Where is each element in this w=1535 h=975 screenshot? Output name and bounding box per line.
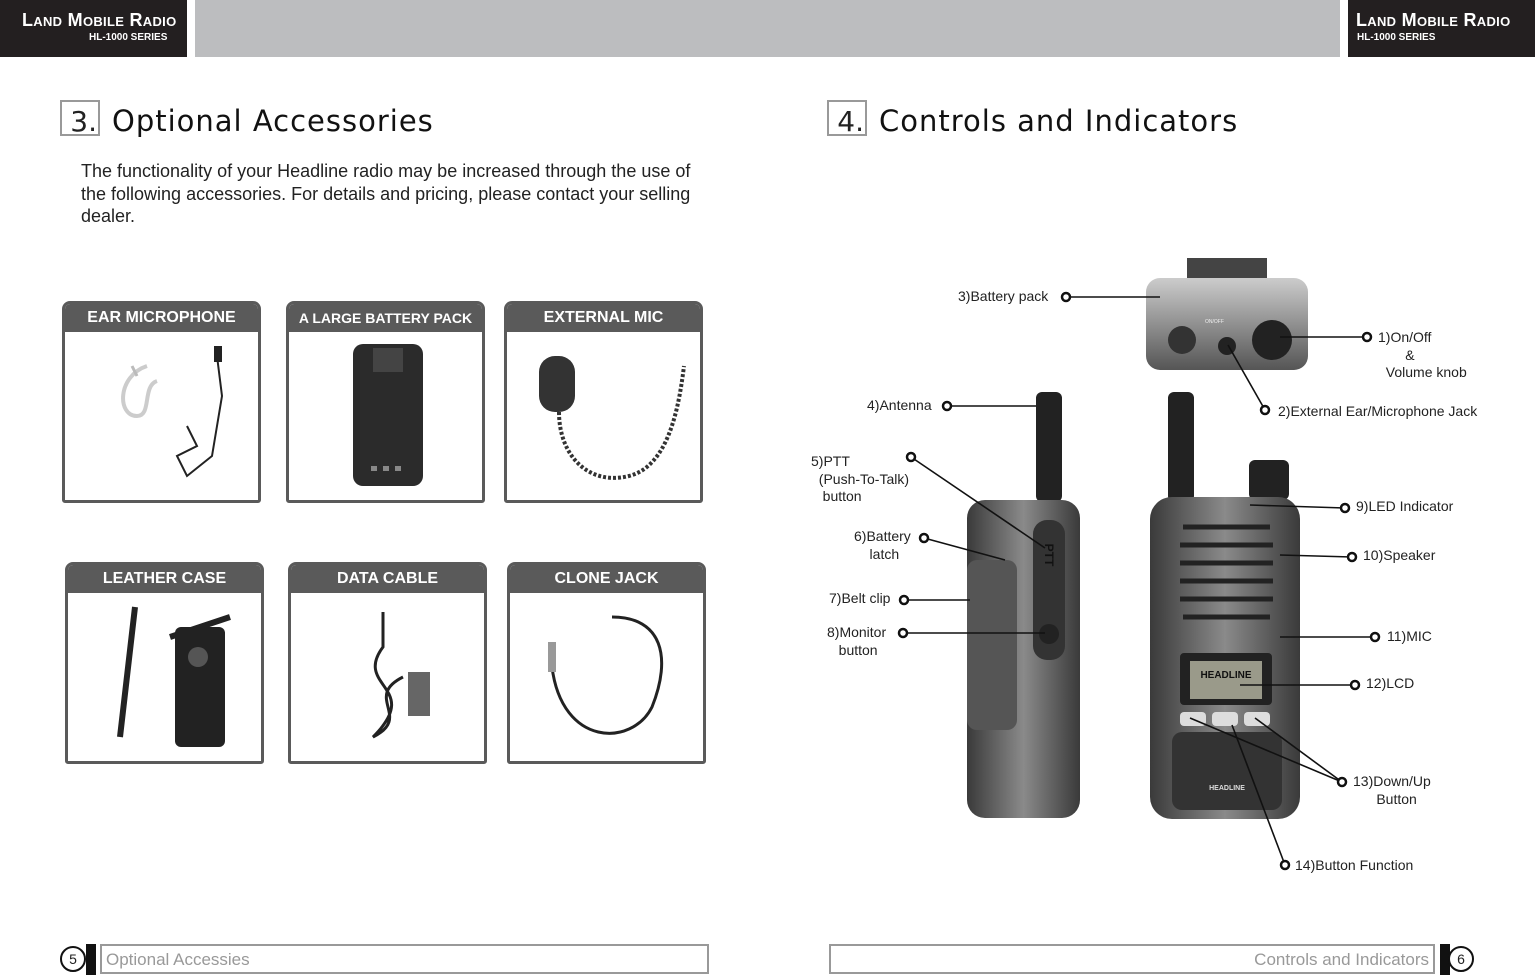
brand-header-left: Land Mobile Radio HL-1000 SERIES (0, 0, 187, 57)
accessory-title: EAR MICROPHONE (65, 304, 258, 332)
accessory-card-large-battery-pack: A LARGE BATTERY PACK (286, 301, 485, 503)
accessory-card-leather-case: LEATHER CASE (65, 562, 264, 764)
footer-label: Optional Accessies (100, 944, 709, 974)
callout-ext-jack: 2)External Ear/Microphone Jack (1278, 403, 1478, 419)
brand-title: Land Mobile Radio (22, 10, 177, 30)
lcd-marking: HEADLINE (1200, 670, 1251, 681)
page-title: Optional Accessories (112, 104, 434, 138)
brand-series: HL-1000 SERIES (89, 32, 168, 43)
callout-speaker: 10)Speaker (1363, 547, 1436, 563)
callout-battery-pack: 3)Battery pack (958, 288, 1049, 304)
accessory-card-data-cable: DATA CABLE (288, 562, 487, 764)
page-title: Controls and Indicators (879, 104, 1239, 138)
page-number: 5 (60, 946, 86, 972)
callout-on-off-volume: 1)On/Off & Volume knob (1378, 329, 1467, 380)
callout-monitor: 8)Monitor button (827, 624, 887, 658)
brand-header-right: Land Mobile Radio HL-1000 SERIES (1348, 0, 1535, 57)
data-cable-icon (371, 612, 430, 739)
clone-cable-icon (547, 615, 663, 735)
footer-marker (1440, 944, 1450, 975)
callout-mic: 11)MIC (1387, 628, 1432, 644)
brand-series: HL-1000 SERIES (1357, 32, 1436, 43)
accessory-title: EXTERNAL MIC (507, 304, 700, 332)
callout-markers (897, 291, 1381, 871)
earpiece-icon (120, 346, 223, 478)
radio-side-view: PTT (967, 392, 1080, 818)
leader-lines (903, 296, 1375, 866)
ptt-marking: PTT (1042, 544, 1056, 567)
callout-belt-clip: 7)Belt clip (829, 590, 891, 606)
section-number: 3. (60, 100, 100, 138)
callout-battery-latch: 6)Battery latch (854, 528, 911, 562)
radio-front-view: HEADLINE HEADLINE (1150, 392, 1300, 819)
callout-button-function: 14)Button Function (1295, 857, 1414, 873)
footer-label: Controls and Indicators (829, 944, 1435, 974)
accessory-title: CLONE JACK (510, 565, 703, 593)
callout-ptt: 5)PTT (Push-To-Talk) button (811, 453, 910, 504)
callout-antenna: 4)Antenna (867, 397, 932, 413)
callout-lcd: 12)LCD (1366, 675, 1415, 691)
front-logo: HEADLINE (1209, 785, 1245, 792)
accessory-title: A LARGE BATTERY PACK (289, 304, 482, 332)
battery-pack-icon (352, 344, 423, 486)
accessory-card-external-mic: EXTERNAL MIC (504, 301, 703, 503)
callout-down-up: 13)Down/Up Button (1353, 773, 1431, 807)
radio-top-view: ON/OFF (1146, 258, 1308, 370)
section-number: 4. (827, 100, 867, 138)
footer-marker (86, 944, 96, 975)
brand-title: Land Mobile Radio (1356, 10, 1511, 30)
accessory-card-clone-jack: CLONE JACK (507, 562, 706, 764)
knob-marking: ON/OFF (1205, 319, 1224, 325)
accessory-card-ear-microphone: EAR MICROPHONE (62, 301, 261, 503)
callout-led: 9)LED Indicator (1356, 498, 1454, 514)
leather-case-icon (116, 606, 231, 747)
page-number: 6 (1448, 946, 1474, 972)
intro-paragraph: The functionality of your Headline radio… (81, 161, 691, 226)
accessory-title: LEATHER CASE (68, 565, 261, 593)
header-bar (195, 0, 1340, 57)
accessory-title: DATA CABLE (291, 565, 484, 593)
speaker-mic-icon (538, 356, 686, 480)
